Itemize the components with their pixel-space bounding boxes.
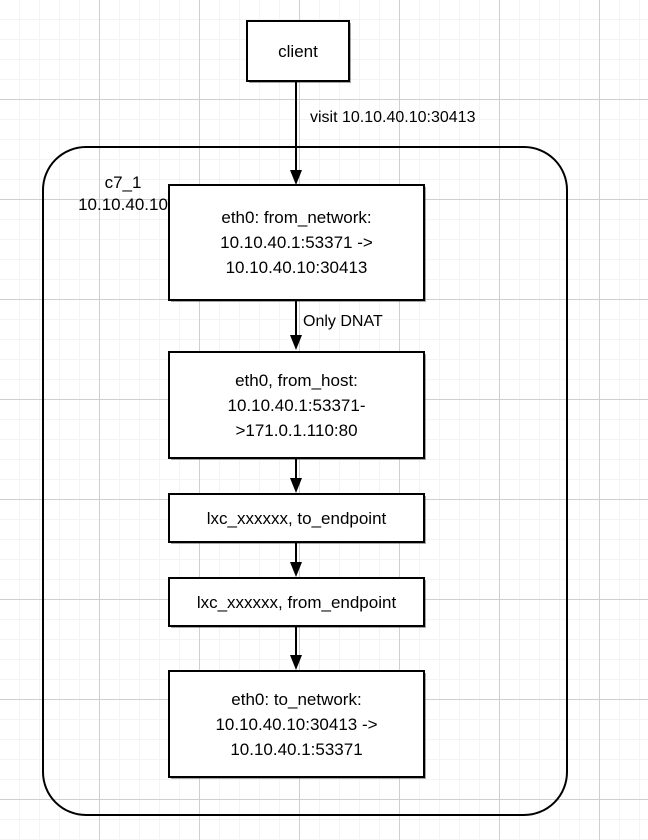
connector-from-endpoint-to-to-network xyxy=(289,627,303,671)
connector-client-to-from-network xyxy=(289,82,303,186)
connector-from-host-to-to-endpoint xyxy=(289,459,303,494)
connector-from-network-to-from-host xyxy=(289,301,303,351)
node-client-label: client xyxy=(278,41,318,61)
edge-label-visit: visit 10.10.40.10:30413 xyxy=(310,109,476,126)
node-lxc-from-endpoint-label: lxc_xxxxxx, from_endpoint xyxy=(196,592,397,612)
edge-label-only-dnat: Only DNAT xyxy=(303,313,383,330)
node-eth0-to-network[interactable]: eth0: to_network: 10.10.40.10:30413 -> 1… xyxy=(168,670,425,778)
node-eth0-from-host[interactable]: eth0, from_host: 10.10.40.1:53371- >171.… xyxy=(168,351,425,459)
host-name-label: c7_1 xyxy=(104,173,142,192)
node-eth0-from-host-label: eth0, from_host: 10.10.40.1:53371- >171.… xyxy=(227,370,366,440)
host-ip-label: 10.10.40.10 xyxy=(78,195,168,214)
host-boundary-c7_1 xyxy=(42,146,568,816)
node-client[interactable]: client xyxy=(246,20,350,82)
node-lxc-to-endpoint[interactable]: lxc_xxxxxx, to_endpoint xyxy=(168,493,425,543)
node-lxc-to-endpoint-label: lxc_xxxxxx, to_endpoint xyxy=(206,508,387,528)
node-eth0-from-network-label: eth0: from_network: 10.10.40.1:53371 -> … xyxy=(220,208,373,277)
node-eth0-to-network-label: eth0: to_network: 10.10.40.10:30413 -> 1… xyxy=(215,689,378,759)
node-lxc-from-endpoint[interactable]: lxc_xxxxxx, from_endpoint xyxy=(168,577,425,627)
connector-to-endpoint-to-from-endpoint xyxy=(289,543,303,578)
node-eth0-from-network[interactable]: eth0: from_network: 10.10.40.1:53371 -> … xyxy=(168,184,425,301)
